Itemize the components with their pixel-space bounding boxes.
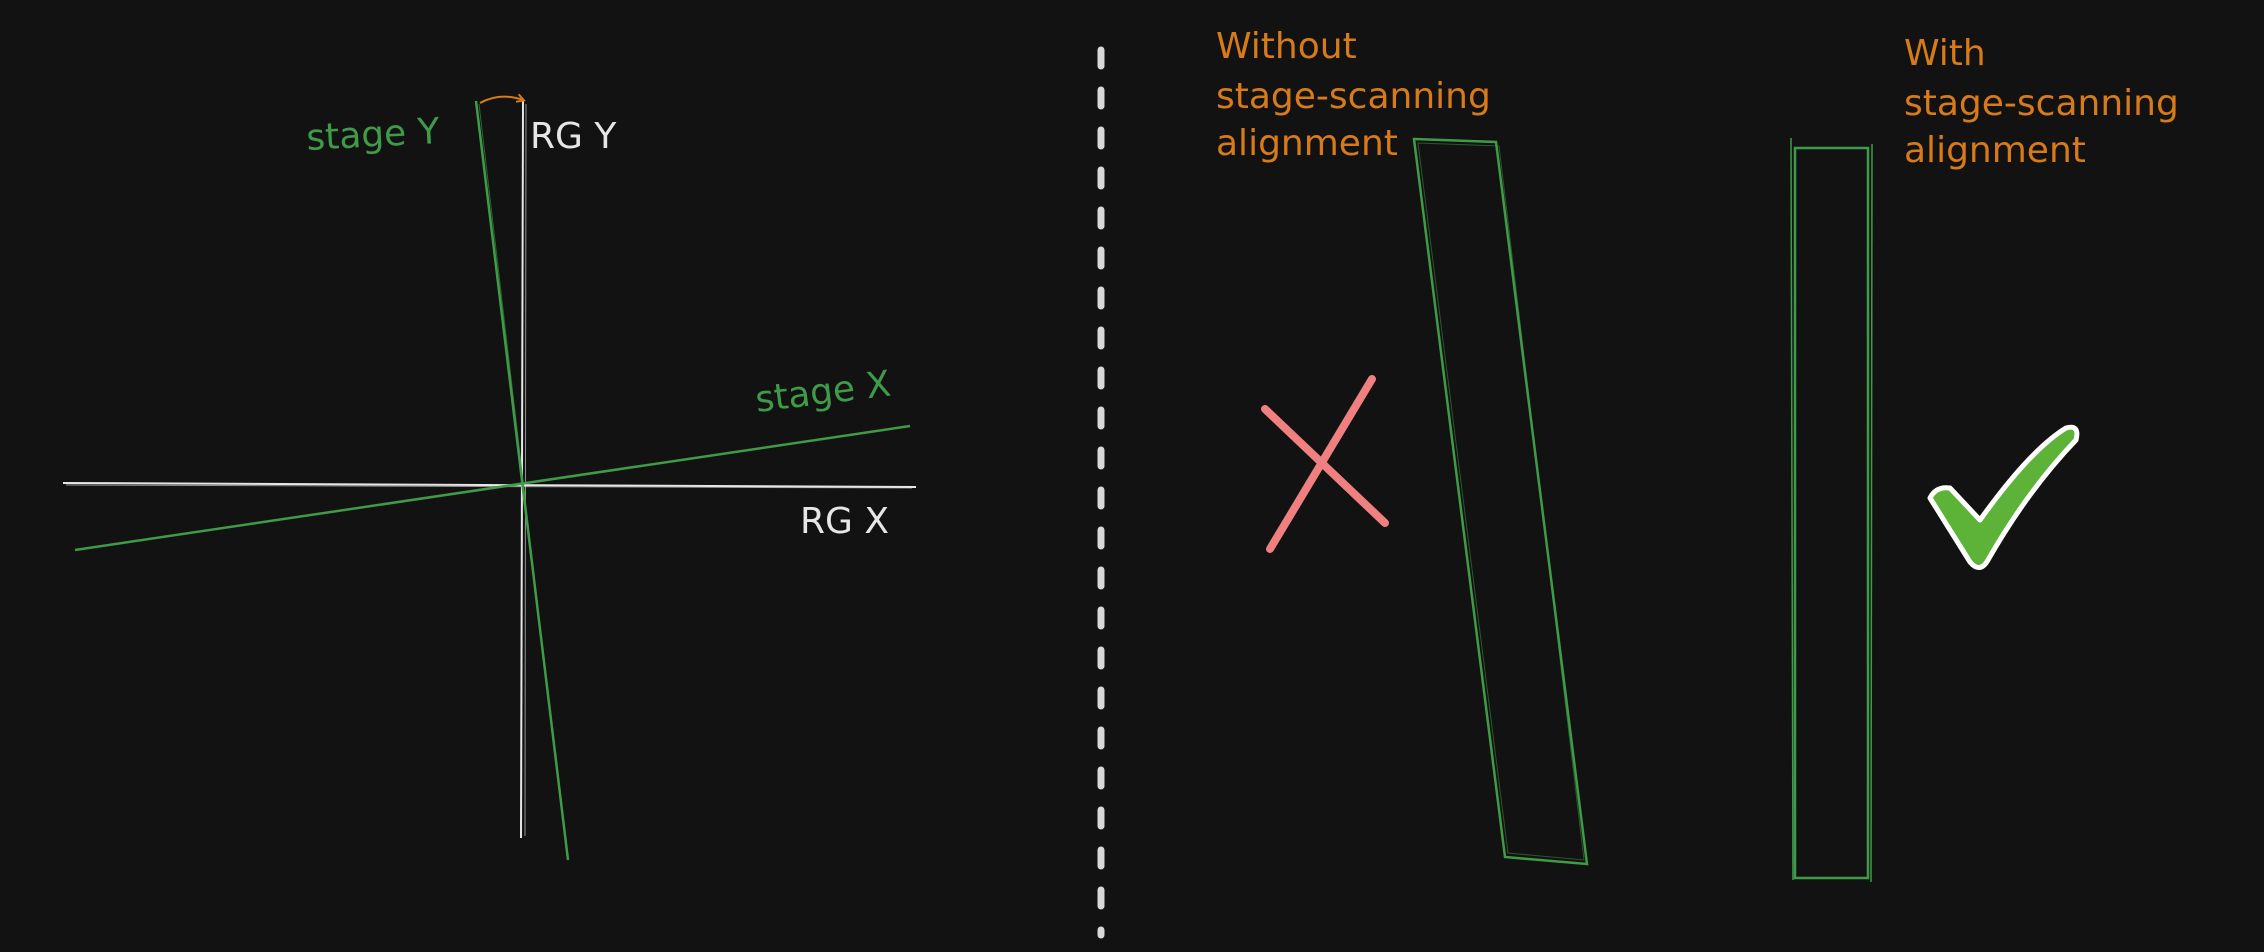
without-label-line1: Without (1216, 26, 1357, 67)
coordinate-axes: stage Y RG Y stage X RG X (62, 97, 917, 861)
with-alignment-group: With stage-scanning alignment (1790, 33, 2179, 883)
stage-x-label: stage X (753, 364, 893, 421)
checkmark-icon (1927, 424, 2080, 570)
without-alignment-group: Without stage-scanning alignment (1216, 26, 1589, 866)
rg-x-axis (62, 482, 917, 488)
with-label-line2: stage-scanning (1904, 83, 2179, 124)
rotation-arrow (479, 97, 523, 104)
aligned-scan-strip (1793, 146, 1870, 880)
rg-x-label: RG X (800, 501, 889, 542)
without-label-line2: stage-scanning (1216, 76, 1491, 117)
tilted-scan-strip (1412, 137, 1589, 866)
stage-x-axis (74, 424, 911, 552)
with-label-line3: alignment (1904, 130, 2086, 171)
cross-icon (1261, 375, 1389, 553)
rg-y-label: RG Y (530, 116, 617, 157)
stage-y-label: stage Y (305, 111, 441, 159)
with-label-line1: With (1904, 33, 1986, 74)
without-label-line3: alignment (1216, 123, 1398, 164)
